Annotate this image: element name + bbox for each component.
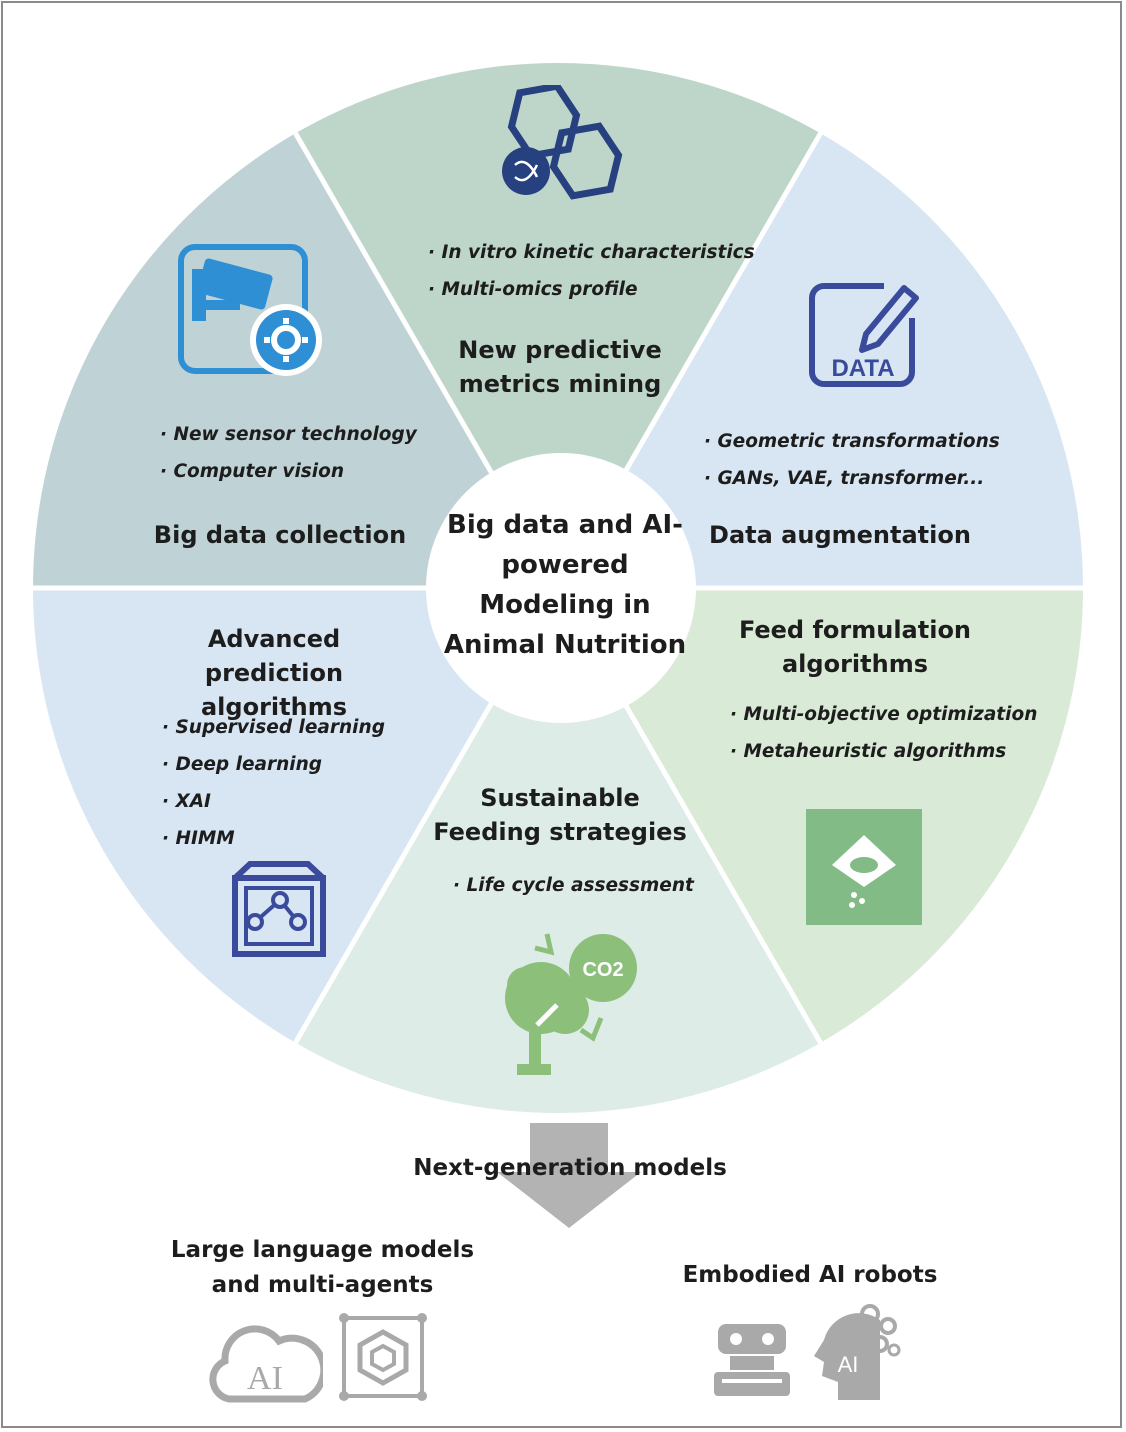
bullet-item: Multi-objective optimization	[730, 696, 1037, 733]
center-title: Big data and AI-powered Modeling in Anim…	[443, 510, 687, 660]
linked-hexagons-dna-icon	[495, 82, 625, 210]
ai-cloud-icon: AI	[205, 1315, 328, 1407]
sustainable-feeding-title: Sustainable Feeding strategies	[433, 784, 687, 846]
cube-frame-icon	[338, 1312, 428, 1402]
feed-bullets: Multi-objective optimization Metaheurist…	[730, 696, 1037, 770]
bullet-item: Geometric transformations	[704, 423, 999, 460]
ai-head-icon: AI	[808, 1300, 903, 1400]
ai-head-text: AI	[838, 1352, 859, 1377]
data-icon-text: DATA	[831, 355, 894, 382]
new-metrics-title: New predictive metrics mining	[458, 336, 662, 398]
llm-title: Large language models and multi-agents	[170, 1237, 475, 1298]
ai-cloud-text: AI	[247, 1360, 283, 1397]
bullet-item: Multi-omics profile	[428, 271, 755, 308]
embodied-title: Embodied AI robots	[682, 1262, 938, 1288]
center-circle	[426, 453, 696, 723]
metrics-bullets: In vitro kinetic characteristics Multi-o…	[428, 234, 755, 308]
surveillance-camera-gear-icon	[178, 244, 328, 380]
bullet-item: Computer vision	[160, 453, 417, 490]
robot-icon	[712, 1322, 792, 1398]
data-edit-icon: DATA	[808, 278, 923, 390]
sector-new-metrics	[295, 62, 821, 589]
co2-icon-text: CO2	[582, 959, 623, 981]
sector-sustainable-feeding	[295, 588, 821, 1114]
bullet-item: GANs, VAE, transformer...	[704, 460, 1000, 497]
cube-network-icon	[230, 860, 330, 960]
tree-co2-icon: CO2	[495, 930, 640, 1076]
prediction-algorithms-title: Advanced prediction algorithms	[200, 625, 347, 721]
prediction-bullets: Supervised learning Deep learning XAI HI…	[162, 709, 385, 857]
data-augmentation-title: Data augmentation	[709, 521, 971, 549]
bullet-item: In vitro kinetic characteristics	[428, 234, 754, 271]
bullet-item: HIMM	[162, 820, 385, 857]
big-data-collection-title: Big data collection	[153, 521, 407, 549]
sustainable-bullets: Life cycle assessment	[453, 867, 693, 904]
bullet-item: Metaheuristic algorithms	[730, 733, 1037, 770]
augmentation-bullets: Geometric transformations GANs, VAE, tra…	[704, 423, 1000, 497]
down-arrow	[497, 1123, 641, 1228]
bullet-item: Life cycle assessment	[453, 867, 693, 904]
big-data-bullets: New sensor technology Computer vision	[160, 416, 417, 490]
pig-feed-sign-icon	[806, 809, 922, 925]
next-generation-label: Next-generation models	[413, 1155, 727, 1181]
bullet-item: Supervised learning	[162, 709, 384, 746]
bullet-item: New sensor technology	[160, 416, 416, 453]
bullet-item: Deep learning	[162, 746, 385, 783]
feed-formulation-title: Feed formulation algorithms	[738, 616, 972, 678]
bullet-item: XAI	[162, 783, 385, 820]
